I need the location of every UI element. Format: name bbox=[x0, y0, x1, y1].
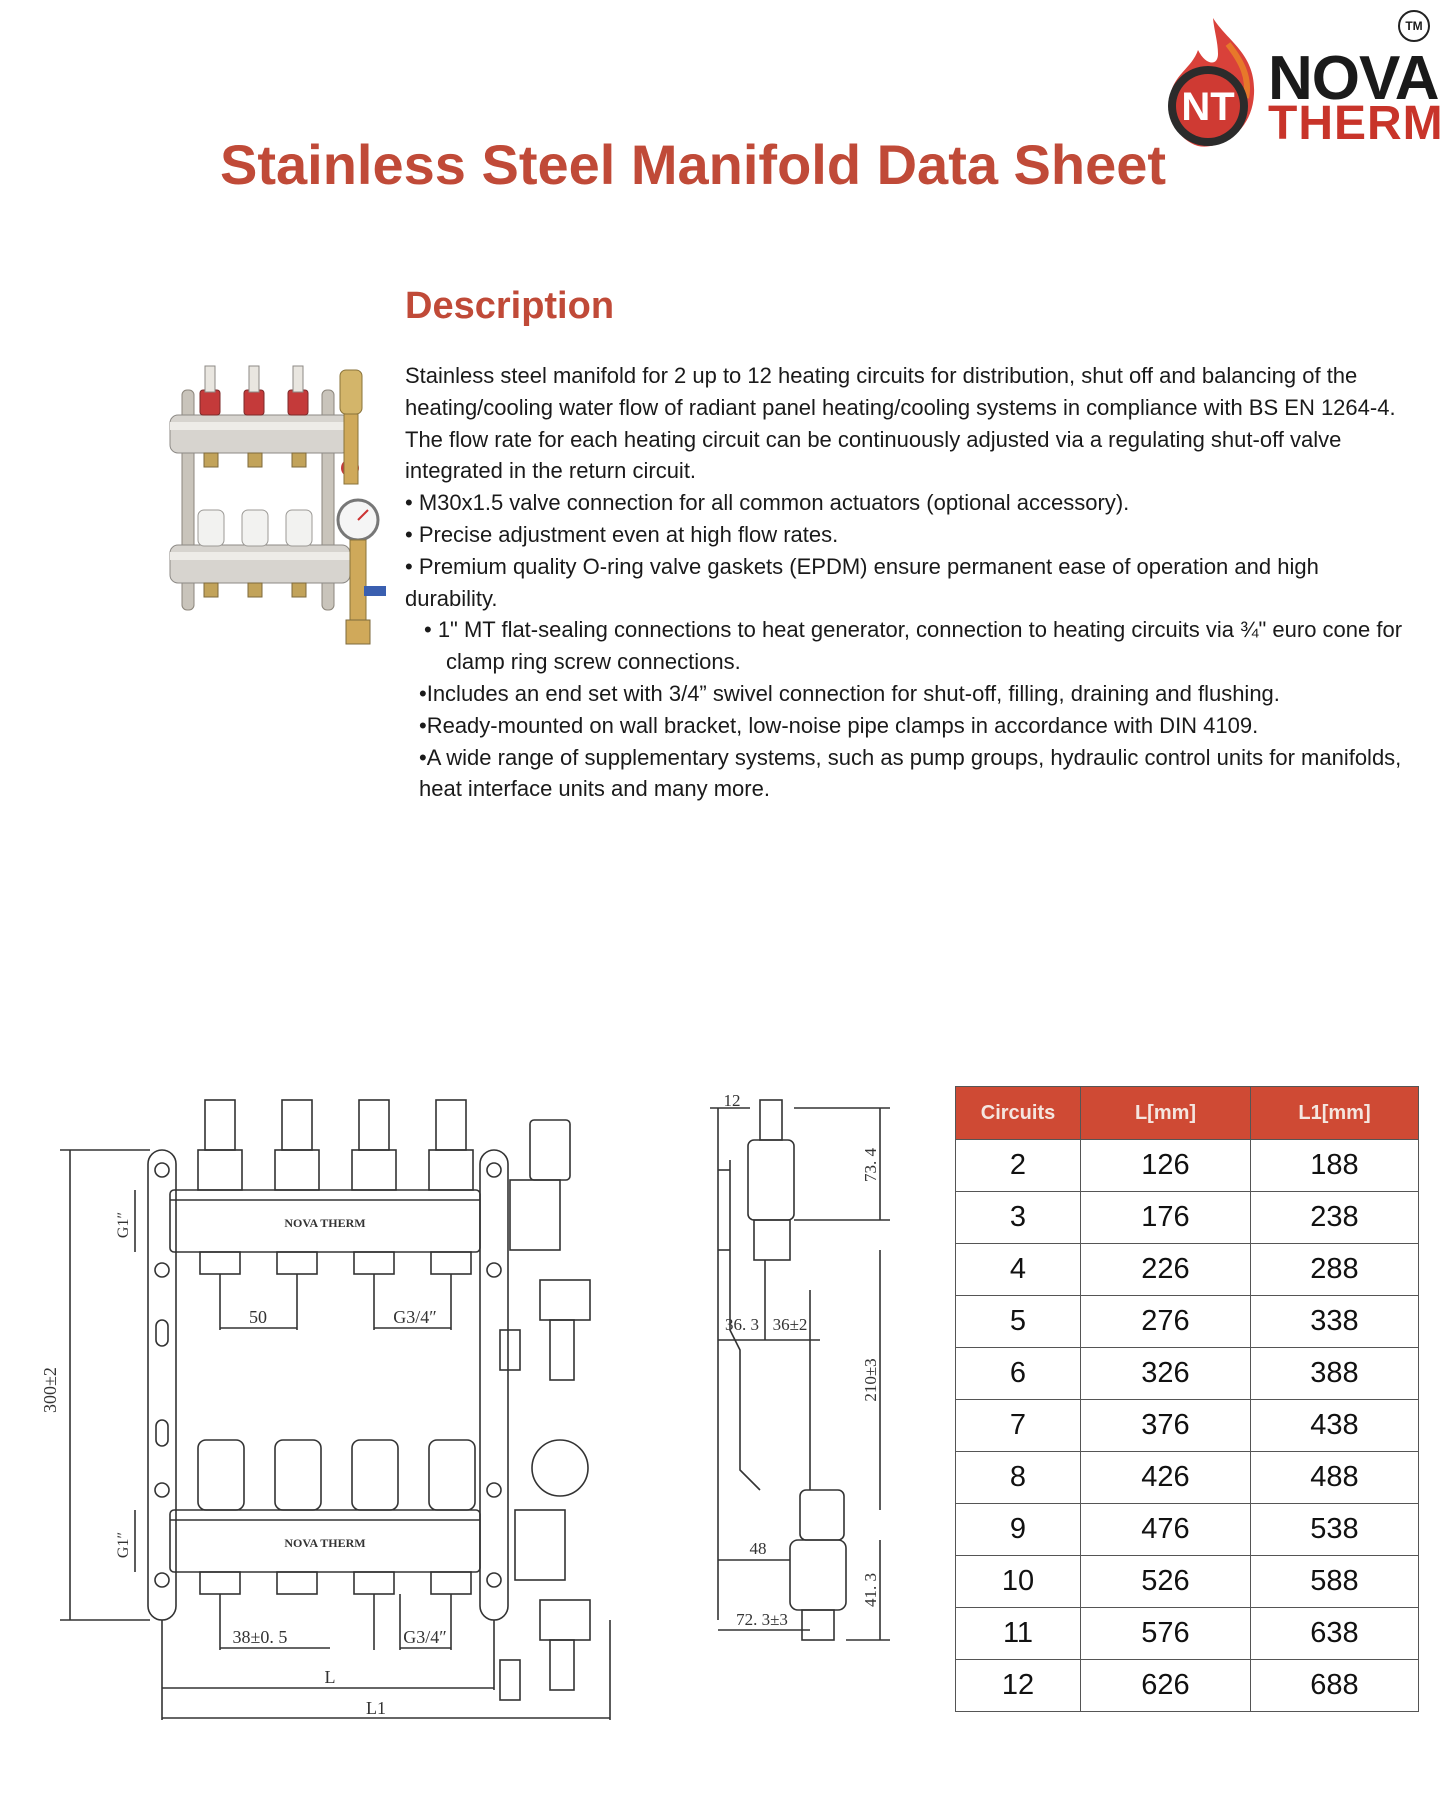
dim-thread-top: G3/4″ bbox=[393, 1307, 437, 1327]
header-l: L[mm] bbox=[1080, 1086, 1251, 1140]
side-view-drawing: 12 73. 4 36. 3 36±2 210±3 48 41. 3 72. 3… bbox=[710, 1091, 890, 1641]
dim-72-3: 72. 3±3 bbox=[736, 1610, 788, 1629]
cell-circuits: 2 bbox=[955, 1139, 1081, 1192]
table-header-row: Circuits L[mm] L1[mm] bbox=[955, 1086, 1419, 1140]
cell-circuits: 11 bbox=[955, 1607, 1081, 1660]
front-view-drawing: 300±2 G1″ G1″ 50 G3/4″ 38±0. 5 G3/4″ L L… bbox=[40, 1099, 611, 1720]
dim-41-3: 41. 3 bbox=[861, 1573, 880, 1607]
bullet-item: •Ready-mounted on wall bracket, low-nois… bbox=[419, 712, 1259, 738]
dim-210: 210±3 bbox=[861, 1358, 880, 1401]
cell-l: 476 bbox=[1080, 1503, 1251, 1556]
dim-36-2: 36±2 bbox=[773, 1315, 808, 1334]
cell-l1: 638 bbox=[1250, 1607, 1419, 1660]
dim-spacing-top: 50 bbox=[249, 1307, 267, 1327]
cell-circuits: 3 bbox=[955, 1191, 1081, 1244]
dim-length-l1: L1 bbox=[366, 1698, 386, 1718]
cell-l1: 188 bbox=[1250, 1139, 1419, 1192]
cell-l1: 488 bbox=[1250, 1451, 1419, 1504]
dim-height: 300±2 bbox=[40, 1367, 60, 1413]
bullet-item: • Precise adjustment even at high flow r… bbox=[405, 521, 839, 547]
logo-letters: NT bbox=[1181, 85, 1234, 129]
cell-l: 326 bbox=[1080, 1347, 1251, 1400]
dim-g1-bottom: G1″ bbox=[115, 1532, 132, 1558]
cell-circuits: 8 bbox=[955, 1451, 1081, 1504]
cell-l1: 588 bbox=[1250, 1555, 1419, 1608]
cell-l: 276 bbox=[1080, 1295, 1251, 1348]
cell-l: 226 bbox=[1080, 1243, 1251, 1296]
dim-48: 48 bbox=[750, 1539, 767, 1558]
description-intro: Stainless steel manifold for 2 up to 12 … bbox=[405, 363, 1396, 484]
dim-36-3: 36. 3 bbox=[725, 1315, 759, 1334]
cell-l: 626 bbox=[1080, 1659, 1251, 1712]
bullet-item: • 1" MT flat-sealing connections to heat… bbox=[424, 617, 1403, 675]
cell-l: 526 bbox=[1080, 1555, 1251, 1608]
dim-g1-top: G1″ bbox=[115, 1212, 132, 1238]
header-circuits: Circuits bbox=[955, 1086, 1081, 1140]
cell-l1: 338 bbox=[1250, 1295, 1419, 1348]
cell-circuits: 12 bbox=[955, 1659, 1081, 1712]
dim-73-4: 73. 4 bbox=[861, 1148, 880, 1183]
plate-brand-top: NOVA THERM bbox=[284, 1216, 365, 1230]
cell-circuits: 5 bbox=[955, 1295, 1081, 1348]
cell-l1: 688 bbox=[1250, 1659, 1419, 1712]
trademark-symbol: TM bbox=[1398, 10, 1430, 42]
bullet-item: •A wide range of supplementary systems, … bbox=[419, 744, 1402, 802]
bullet-item: • M30x1.5 valve connection for all commo… bbox=[405, 490, 1130, 516]
bullet-item: • Premium quality O-ring valve gaskets (… bbox=[405, 553, 1319, 611]
dim-12: 12 bbox=[724, 1091, 741, 1110]
page-title: Stainless Steel Manifold Data Sheet bbox=[220, 133, 1167, 196]
brand-name-nova: NOVA bbox=[1268, 44, 1440, 113]
header-l1: L1[mm] bbox=[1250, 1086, 1419, 1140]
cell-l: 376 bbox=[1080, 1399, 1251, 1452]
cell-circuits: 4 bbox=[955, 1243, 1081, 1296]
plate-brand-bottom: NOVA THERM bbox=[284, 1536, 365, 1550]
description-heading: Description bbox=[405, 285, 615, 327]
description-text: Stainless steel manifold for 2 up to 12 … bbox=[405, 360, 1410, 805]
cell-l1: 438 bbox=[1250, 1399, 1419, 1452]
cell-l1: 288 bbox=[1250, 1243, 1419, 1296]
bullet-item: •Includes an end set with 3/4” swivel co… bbox=[419, 680, 1280, 706]
dim-thread-bottom: G3/4″ bbox=[403, 1627, 447, 1647]
cell-l1: 238 bbox=[1250, 1191, 1419, 1244]
cell-circuits: 9 bbox=[955, 1503, 1081, 1556]
cell-l: 426 bbox=[1080, 1451, 1251, 1504]
brand-logo-icon: NT bbox=[1168, 18, 1255, 147]
cell-l: 576 bbox=[1080, 1607, 1251, 1660]
cell-circuits: 6 bbox=[955, 1347, 1081, 1400]
dim-length-l: L bbox=[325, 1667, 336, 1687]
cell-l: 176 bbox=[1080, 1191, 1251, 1244]
brand-name-therm: THERM bbox=[1268, 97, 1444, 150]
cell-l1: 538 bbox=[1250, 1503, 1419, 1556]
cell-l1: 388 bbox=[1250, 1347, 1419, 1400]
cell-circuits: 10 bbox=[955, 1555, 1081, 1608]
cell-l: 126 bbox=[1080, 1139, 1251, 1192]
manifold-product-photo bbox=[169, 365, 386, 645]
cell-circuits: 7 bbox=[955, 1399, 1081, 1452]
dim-spacing-bottom: 38±0. 5 bbox=[233, 1627, 288, 1647]
